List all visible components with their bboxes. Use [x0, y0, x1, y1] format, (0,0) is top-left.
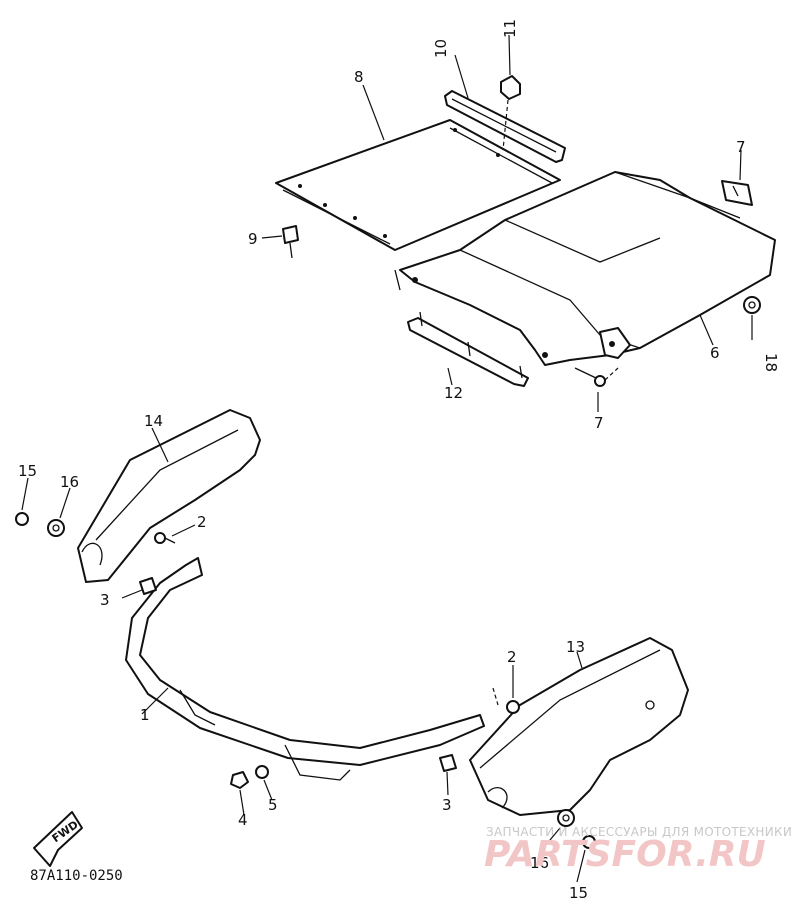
part-16-grommet-left [47, 519, 65, 537]
part-14-left-cover [77, 409, 261, 583]
callout-15-right: 15 [569, 884, 588, 902]
leader-lines [21, 34, 753, 883]
part-13-right-cover [469, 637, 689, 816]
watermark-caption: ЗАПЧАСТИ И АКСЕССУАРЫ ДЛЯ МОТОТЕХНИКИ [486, 825, 792, 839]
callout-7-upper: 7 [736, 138, 746, 156]
callout-2-upper: 2 [197, 513, 207, 531]
callout-10: 10 [432, 39, 450, 58]
part-2-bolt-lower [492, 687, 520, 714]
part-3-clip-lower [439, 754, 457, 772]
part-15-bolt-right [582, 835, 596, 849]
callout-14: 14 [144, 412, 163, 430]
part-3-clip-upper [139, 577, 157, 595]
fwd-arrow: FWD [33, 811, 83, 867]
callout-2-lower: 2 [507, 648, 517, 666]
callout-labels: 1 2 2 3 3 4 5 6 7 7 8 9 10 11 12 13 14 1… [18, 19, 780, 902]
callout-13: 13 [566, 638, 585, 656]
callout-8: 8 [354, 68, 364, 86]
callout-6: 6 [710, 344, 720, 362]
callout-16-left: 16 [60, 473, 79, 491]
part-10-strap [444, 90, 566, 163]
part-9-rivet [282, 225, 299, 259]
callout-12: 12 [444, 384, 463, 402]
part-12-bracket [407, 311, 529, 387]
callout-9: 9 [248, 230, 258, 248]
part-11-nut [500, 75, 521, 151]
callout-15-left: 15 [18, 462, 37, 480]
part-1-grab-bar [125, 557, 485, 781]
part-8-seat-plate [275, 119, 561, 251]
callout-3-upper: 3 [100, 591, 110, 609]
part-7-block-top [721, 180, 753, 206]
callout-5: 5 [268, 796, 278, 814]
watermark-logo: PARTSFOR.RU [484, 834, 766, 875]
callout-11: 11 [501, 19, 519, 38]
part-15-bolt-left [15, 512, 29, 526]
callout-7-lower: 7 [594, 414, 604, 432]
callout-4: 4 [238, 811, 248, 829]
callout-3-lower: 3 [442, 796, 452, 814]
part-16-grommet-right [557, 809, 575, 827]
callout-18: 18 [762, 353, 780, 372]
callout-1: 1 [140, 706, 150, 724]
part-6-housing [394, 171, 776, 366]
part-2-bolt-upper [154, 532, 176, 544]
part-7-bolt [574, 367, 619, 387]
callout-16-right: 16 [530, 854, 549, 872]
drawing-code: 87A110-0250 [30, 868, 123, 884]
part-5-washer [255, 765, 269, 779]
part-4-nut [230, 771, 249, 789]
part-18-nut [743, 296, 761, 314]
